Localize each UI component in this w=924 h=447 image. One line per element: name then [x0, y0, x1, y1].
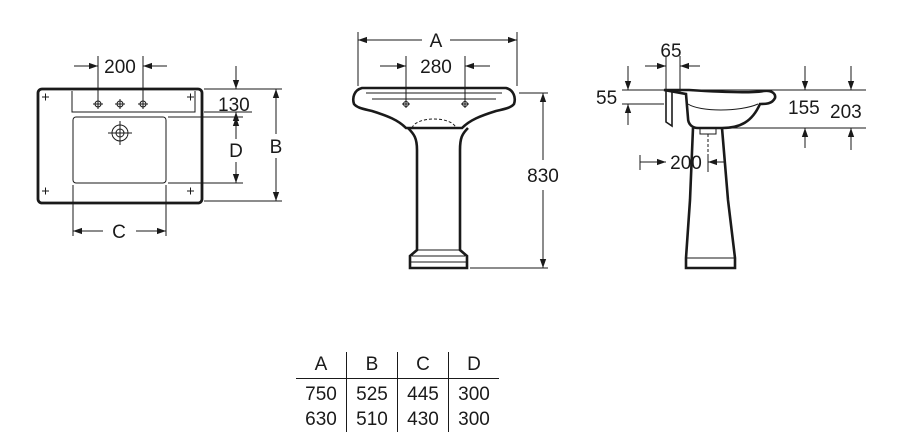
dim-text-130: 130: [218, 95, 250, 116]
dim-text-203: 203: [830, 102, 862, 123]
basin-bowl: [72, 116, 167, 184]
header-b: B: [346, 352, 398, 379]
dim-text-280: 280: [420, 57, 452, 78]
cell-d: 300: [448, 407, 499, 432]
front-view: [351, 32, 548, 270]
label-c: C: [112, 222, 126, 243]
cell-b: 510: [346, 407, 398, 432]
dim-text-200-side: 200: [670, 153, 702, 174]
dim-text-65: 65: [660, 41, 681, 62]
cell-d: 300: [448, 378, 499, 407]
cell-c: 430: [397, 407, 449, 432]
dim-text-55: 55: [596, 88, 617, 109]
top-view: [36, 56, 282, 236]
dim-text-200-top: 200: [104, 57, 136, 78]
cell-a: 630: [305, 408, 337, 430]
label-a: A: [430, 31, 443, 52]
cell-c: 445: [397, 378, 449, 407]
basin-rim: [351, 86, 517, 130]
basin-outline: [36, 87, 204, 205]
label-b: B: [270, 137, 283, 158]
size-table: A B C D 750 525 445 300 630 510 430 300: [296, 352, 499, 432]
front-tap-holes: [402, 100, 469, 108]
header-a: A: [296, 352, 347, 379]
bowl-curve: [411, 118, 457, 129]
side-basin: [663, 88, 777, 130]
table-row: 630 510 430 300: [296, 407, 499, 432]
tap-holes: [93, 99, 148, 109]
header-c: C: [397, 352, 449, 379]
side-pedestal: [684, 127, 737, 270]
table-row: 750 525 445 300: [296, 378, 499, 407]
header-d: D: [448, 352, 499, 379]
basin-deck: [71, 91, 196, 113]
cell-b: 525: [346, 378, 398, 407]
dim-text-155: 155: [788, 98, 820, 119]
label-d: D: [229, 141, 243, 162]
size-table-header: A B C D: [296, 352, 499, 379]
fixing-marks: [42, 93, 194, 195]
waste-outlet: [108, 121, 132, 145]
pedestal: [407, 127, 469, 270]
side-view: [622, 56, 866, 270]
cell-a: 750: [305, 383, 337, 405]
dim-text-830: 830: [527, 166, 559, 187]
